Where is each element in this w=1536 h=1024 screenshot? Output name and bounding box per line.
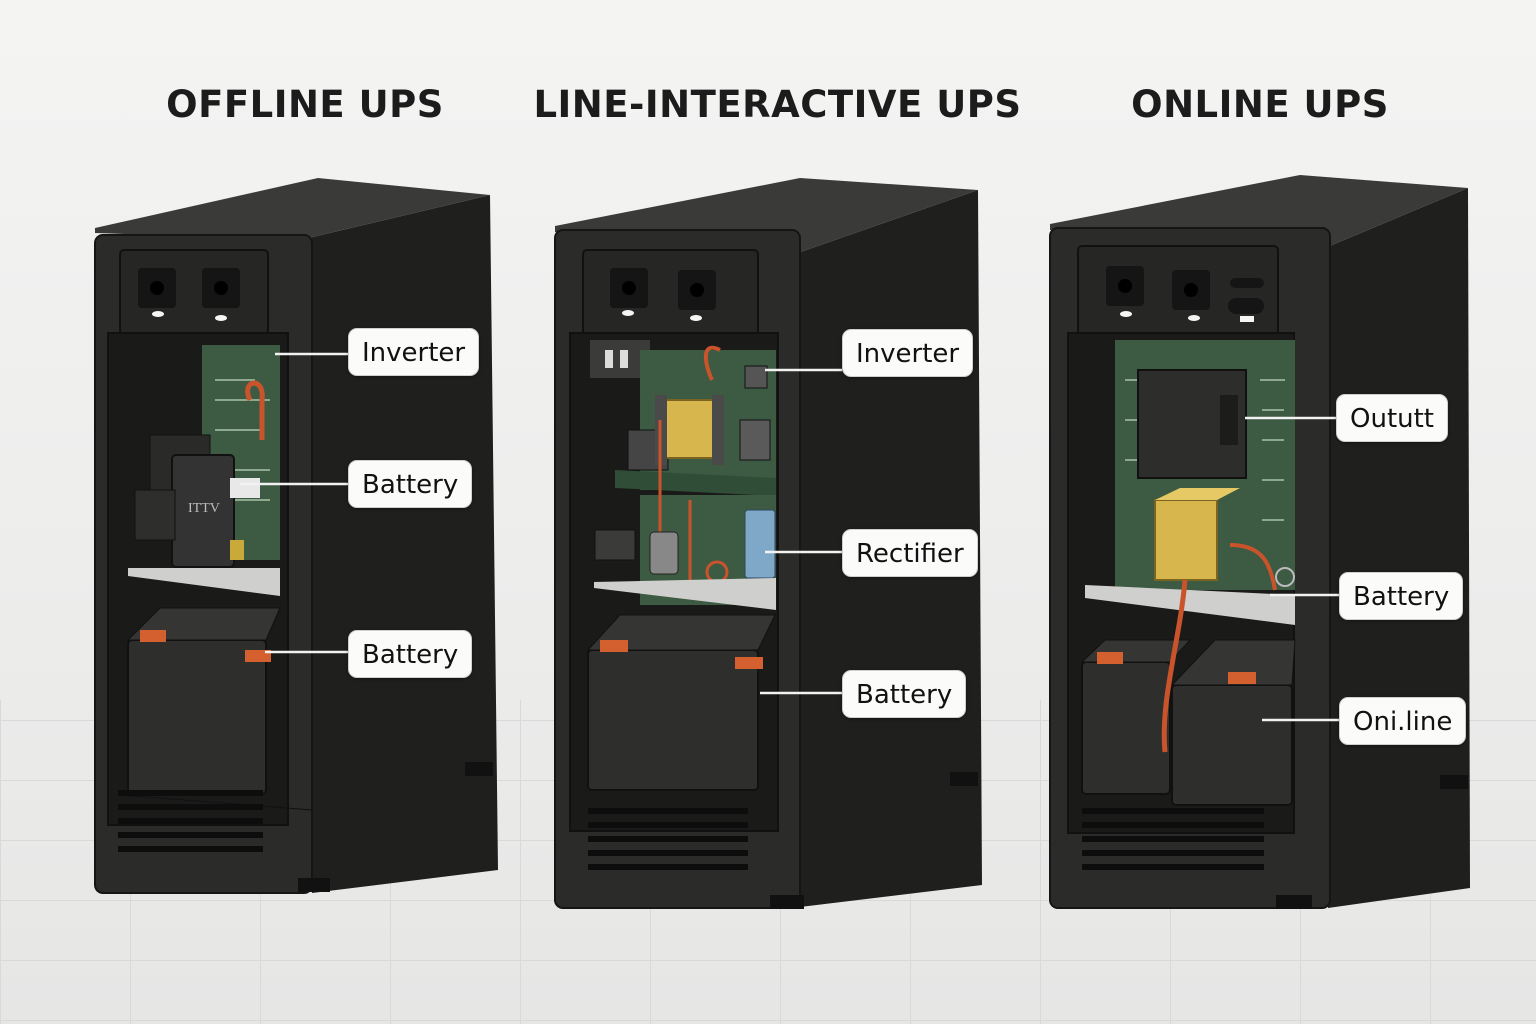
- callout-inverter: Inverter: [348, 328, 480, 376]
- battery: [1171, 684, 1293, 806]
- battery-terminal: [1228, 672, 1256, 684]
- callout-online: Oni.line: [1339, 697, 1467, 745]
- callout-battery: Battery: [842, 670, 967, 718]
- battery-terminal: [1097, 652, 1123, 664]
- wire: [1161, 579, 1188, 753]
- title-offline-ups: OFFLINE UPS: [166, 83, 444, 126]
- ups-cabinet-online: [1049, 175, 1470, 909]
- leader-lines: [240, 352, 1340, 722]
- device-label: ITTV: [188, 501, 220, 516]
- transformer: [663, 399, 715, 459]
- callout-battery: Battery: [1339, 572, 1464, 620]
- vent-grille: [1082, 808, 1264, 870]
- ups-cabinet-offline: ITTV: [94, 178, 498, 894]
- battery-terminal: [735, 657, 763, 669]
- callout-battery: Battery: [348, 460, 473, 508]
- battery: [127, 639, 267, 795]
- battery: [587, 649, 759, 791]
- battery-terminal: [140, 630, 166, 642]
- battery-terminal: [600, 640, 628, 652]
- title-line-interactive-ups: LINE-INTERACTIVE UPS: [533, 83, 1022, 126]
- vent-grille: [588, 808, 748, 870]
- callout-battery: Battery: [348, 630, 473, 678]
- battery: [1081, 661, 1171, 795]
- vent-grille: [118, 790, 263, 852]
- callout-inverter: Inverter: [842, 329, 974, 377]
- callout-rectifier: Rectifier: [842, 529, 978, 577]
- transformer: [1154, 499, 1218, 581]
- ups-cabinet-line-interactive: [554, 178, 982, 909]
- outlet-panel: [582, 249, 759, 337]
- capacitor: [744, 509, 776, 579]
- title-online-ups: ONLINE UPS: [1131, 83, 1389, 126]
- battery-terminal: [245, 650, 271, 662]
- callout-output: Oututt: [1336, 394, 1449, 442]
